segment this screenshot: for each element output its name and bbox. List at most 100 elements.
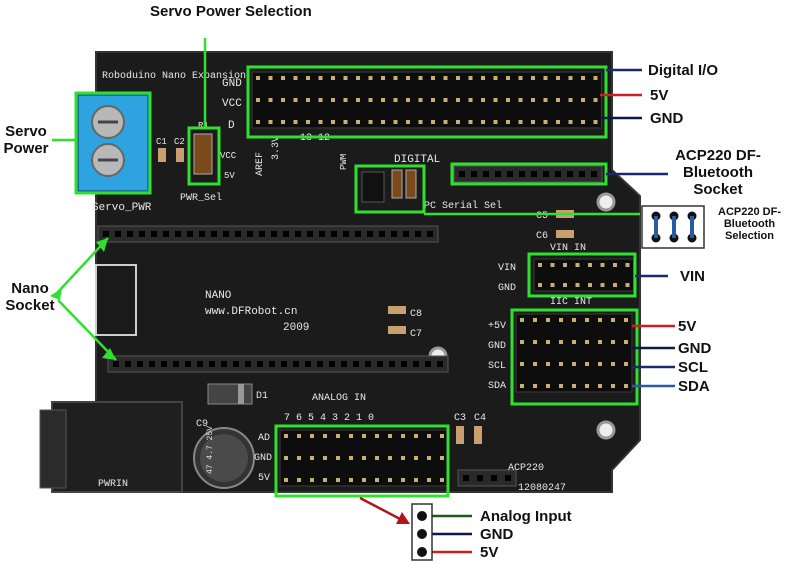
arrowhead-nano-top [96, 238, 108, 252]
digital-header-pin [293, 98, 298, 102]
digital-header-pin [506, 98, 510, 102]
acp220-socket-hole [531, 171, 537, 177]
nano-socket-top-hole [247, 231, 253, 237]
analog-header-pin [310, 478, 314, 482]
analog-header-pin [375, 456, 379, 460]
nano-socket-top-hole [355, 231, 361, 237]
digital-header-pin [306, 76, 310, 80]
digital-header-pin [306, 120, 310, 124]
nano-socket-top-hole [403, 231, 409, 237]
label-i2c-scl: SCL [678, 359, 708, 376]
digital-header-pin [331, 98, 335, 102]
digital-header-pin [418, 76, 423, 80]
power-jack-face [39, 409, 67, 489]
silk-gnd: GND [222, 78, 242, 90]
leader-nano-top [57, 237, 109, 293]
digital-header-pin [343, 120, 348, 124]
digital-header-pin [531, 120, 535, 124]
silk-serial-sel: PC Serial Sel [424, 200, 502, 212]
i2c-header-pin [572, 318, 576, 322]
i2c-header-pin [520, 362, 524, 366]
digital-header-pin [493, 120, 498, 124]
digital-header-pin [393, 76, 398, 80]
silk-url: www.DFRobot.cn [205, 306, 297, 318]
vin-header-pin [575, 283, 580, 287]
silk-c3: C3 [454, 413, 466, 424]
i2c-header-housing [515, 313, 633, 393]
digital-header-pin [306, 98, 310, 102]
digital-header-pin [406, 98, 410, 102]
analog-header-pin [297, 456, 301, 460]
serial-pins [361, 171, 385, 203]
digital-header-pin [256, 98, 260, 102]
analog-header-pin [388, 478, 392, 482]
bottom-socket-row [457, 469, 517, 487]
analog-header-pin [284, 456, 288, 460]
nano-socket-bottom-hole [353, 361, 359, 367]
analog-header-pin [323, 434, 327, 438]
nano-socket-top-hole [127, 231, 133, 237]
label-digital-io: Digital I/O [648, 62, 719, 79]
digital-header-pin [268, 98, 273, 102]
i2c-header-pin [585, 318, 589, 322]
usb-outline [95, 264, 137, 336]
serial-jumper [405, 169, 417, 199]
analog-header-pin [440, 478, 444, 482]
silk-analog-in: ANALOG IN [312, 393, 366, 404]
acp220-socket-hole [555, 171, 561, 177]
digital-header-pin [356, 98, 360, 102]
digital-header-pin [281, 120, 285, 124]
nano-socket-top-hole [199, 231, 205, 237]
acp220-socket-hole [591, 171, 597, 177]
analog-header-pin [349, 434, 353, 438]
nano-socket-top-hole [283, 231, 289, 237]
analog-header-pin [401, 434, 405, 438]
silk-vcc: VCC [222, 98, 242, 110]
nano-socket-top-housing [97, 225, 439, 243]
vin-header-pin [538, 263, 542, 267]
silk-pwm: PWM [339, 154, 349, 170]
analog-header-pin [375, 478, 379, 482]
label-nano-socket: Nano Socket [5, 280, 55, 314]
nano-socket-top-hole [115, 231, 121, 237]
silk-5v-b: 5V [258, 473, 270, 484]
digital-header-pin [393, 98, 398, 102]
nano-socket-top-hole [307, 231, 313, 237]
analog-header-pin [284, 478, 288, 482]
digital-header-pin [468, 98, 473, 102]
nano-socket-top-hole [331, 231, 337, 237]
nano-socket-bottom-hole [437, 361, 443, 367]
nano-socket-top-hole [175, 231, 181, 237]
vin-header-housing [533, 258, 634, 292]
digital-header-pin [506, 76, 510, 80]
digital-header-pin [343, 76, 348, 80]
nano-socket-bottom-hole [293, 361, 299, 367]
acp220-socket-hole [471, 171, 477, 177]
nano-socket-bottom-hole [113, 361, 119, 367]
digital-header-pin [468, 120, 473, 124]
vin-header-pin [625, 263, 630, 267]
digital-header-pin [481, 98, 485, 102]
digital-header-pin [456, 120, 460, 124]
silk-board-name: Roboduino Nano Expansion [102, 70, 246, 82]
i2c-header-pin [624, 384, 628, 388]
digital-header-pin [568, 98, 573, 102]
legend-pin [417, 511, 427, 521]
analog-header-pin [336, 456, 340, 460]
digital-header-pin [456, 98, 460, 102]
label-digital-5v: 5V [650, 87, 669, 104]
analog-header-pin [349, 456, 353, 460]
vin-header-pin [563, 263, 567, 267]
vin-header-pin [563, 283, 567, 287]
nano-socket-top-hole [163, 231, 169, 237]
label-acp220-selection: ACP220 DF-Bluetooth Selection [718, 206, 781, 242]
i2c-header-pin [598, 318, 602, 322]
serial-jumper [391, 169, 403, 199]
i2c-header-pin [624, 318, 628, 322]
digital-header-pin [318, 98, 323, 102]
i2c-header-pin [546, 362, 550, 366]
analog-header-pin [414, 434, 418, 438]
analog-header-pin [401, 456, 405, 460]
acp220-socket-row [453, 165, 603, 183]
mount-hole [596, 420, 616, 440]
